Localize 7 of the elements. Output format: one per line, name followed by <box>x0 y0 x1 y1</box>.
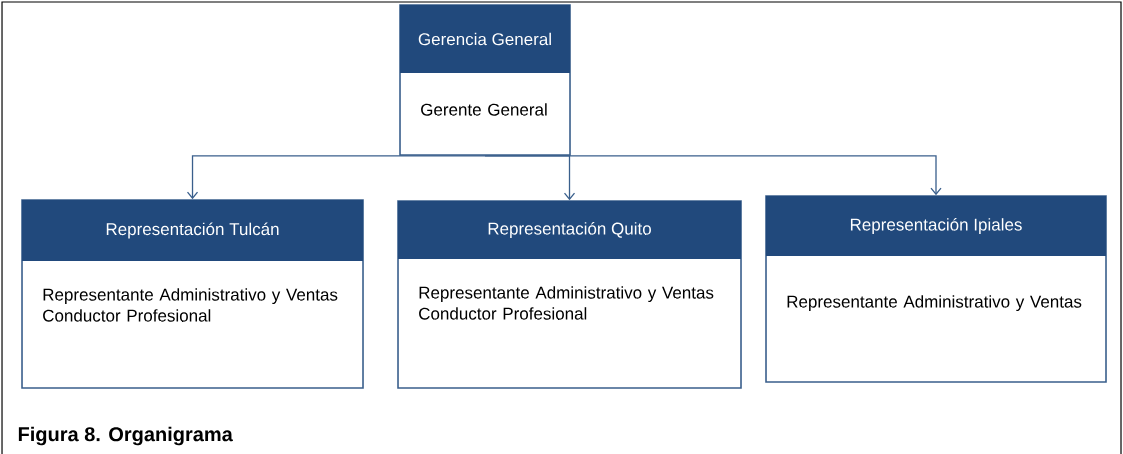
org-box: Gerencia General Gerente General <box>399 4 571 156</box>
connector-arrow <box>186 155 486 200</box>
org-box: Representación Quito Representante Administrativo y Ventas Conductor Profesional <box>397 200 742 389</box>
caption: Figura 8. Organigrama <box>18 426 233 446</box>
org-box: Representación Ipiales Representante Administrativo y Ventas <box>765 195 1107 383</box>
connector-arrow <box>484 155 942 196</box>
org-box: Representación Tulcán Representante Administrativo y Ventas Conductor Profesional <box>21 199 364 389</box>
